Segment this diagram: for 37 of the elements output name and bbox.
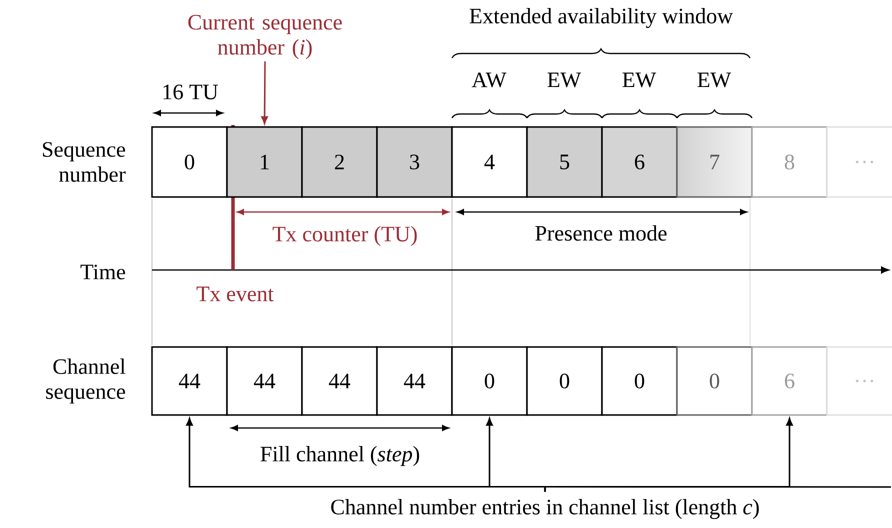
arrow [544, 418, 793, 492]
sequence-cell: 2 [301, 126, 378, 198]
channel-cell: 44 [376, 346, 453, 416]
sequence-cell: 0 [151, 126, 228, 198]
channel-cell: 0 [451, 346, 528, 416]
sequence-cell: 6 [601, 126, 678, 198]
dimension-label: 16 TU [164, 84, 218, 100]
heading: Extended availability window [470, 8, 733, 28]
window-label: EW [622, 72, 656, 88]
dimension-label: Fill channel (step) [260, 446, 420, 466]
sequence-cell: 4 [451, 126, 528, 198]
row-label: Channel sequence [46, 358, 126, 404]
channel-cell: 0 [601, 346, 678, 416]
channel-cell: 6 [751, 346, 828, 416]
window-label: AW [472, 72, 506, 88]
channel-cell: 44 [301, 346, 378, 416]
window-label: EW [698, 72, 732, 88]
dimension-label: Presence mode [535, 225, 667, 241]
arrow [261, 61, 268, 124]
sequence-cell: 8 [751, 126, 828, 198]
sequence-cell: 5 [526, 126, 603, 198]
dimension-label: Tx counter (TU) [272, 226, 417, 246]
window-label: EW [548, 72, 582, 88]
channel-cell: 0 [526, 346, 603, 416]
caption-text: Channel number entries in channel list (length c) [331, 499, 759, 520]
callout-text: Current sequence number (i) [188, 14, 342, 60]
channel-cell: 44 [151, 346, 228, 416]
sequence-cell: 7 [676, 126, 753, 198]
row-label: Sequence number [42, 142, 126, 182]
sequence-cell: … [826, 126, 892, 198]
event-label: Tx event [196, 286, 274, 302]
axis-label: Time [80, 264, 126, 280]
sequence-cell: 3 [376, 126, 453, 198]
sequence-cell: 1 [226, 126, 303, 198]
channel-cell: … [826, 346, 892, 416]
channel-cell: 44 [226, 346, 303, 416]
channel-cell: 0 [676, 346, 753, 416]
